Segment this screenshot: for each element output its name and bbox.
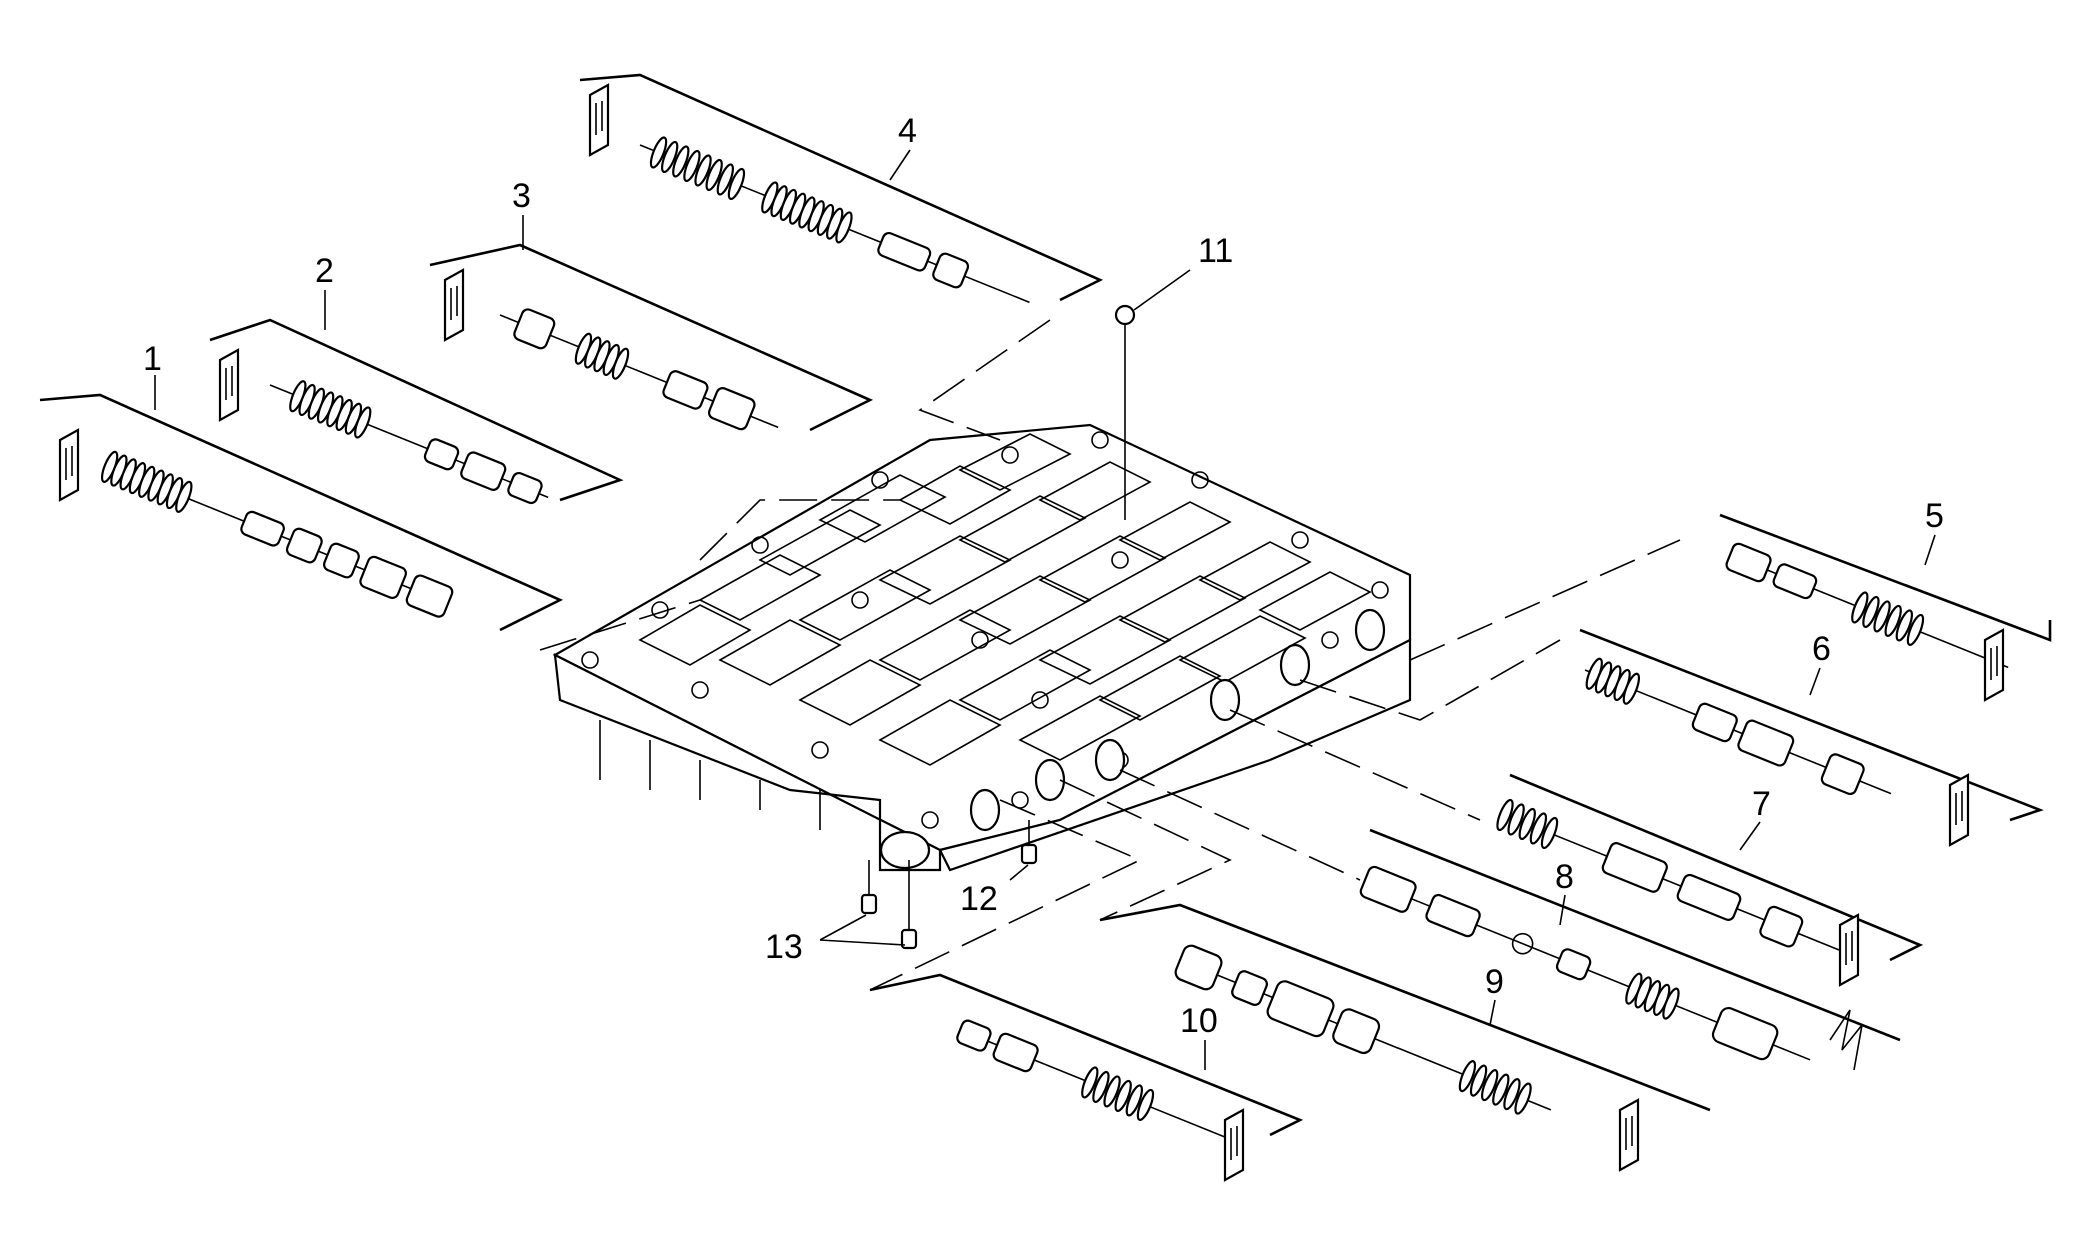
valve-train-7 — [1229, 709, 1924, 987]
valve-train-10 — [869, 799, 1304, 1182]
callout-2: 2 — [315, 252, 334, 290]
valve-train-2 — [209, 318, 624, 505]
callout-9: 9 — [1485, 963, 1504, 1001]
valve-train-4 — [579, 73, 1104, 304]
valve-train-5 — [1409, 513, 2052, 702]
callout-13: 13 — [765, 928, 803, 966]
plug-12 — [1009, 820, 1038, 881]
callout-11: 11 — [1198, 232, 1233, 270]
valve-train-9 — [1059, 779, 1711, 1172]
valve-train-8 — [1119, 769, 1901, 1071]
callout-labels: 1 2 3 4 5 6 7 8 9 10 11 12 13 — [143, 112, 1944, 1070]
plug-13 — [819, 860, 918, 950]
callout-10: 10 — [1180, 1002, 1218, 1040]
valve-train-1 — [39, 393, 564, 632]
callout-3: 3 — [512, 177, 531, 215]
valve-train-3 — [429, 243, 874, 432]
valve-body — [552, 423, 1412, 872]
callout-6: 6 — [1812, 630, 1831, 668]
callout-7: 7 — [1752, 785, 1771, 823]
callout-8: 8 — [1555, 858, 1574, 896]
callout-1: 1 — [143, 340, 162, 378]
callout-4: 4 — [898, 112, 917, 150]
check-ball-11 — [1114, 269, 1191, 520]
callout-12: 12 — [960, 880, 998, 918]
callout-5: 5 — [1925, 497, 1944, 535]
valve-train-6 — [1299, 628, 2044, 847]
